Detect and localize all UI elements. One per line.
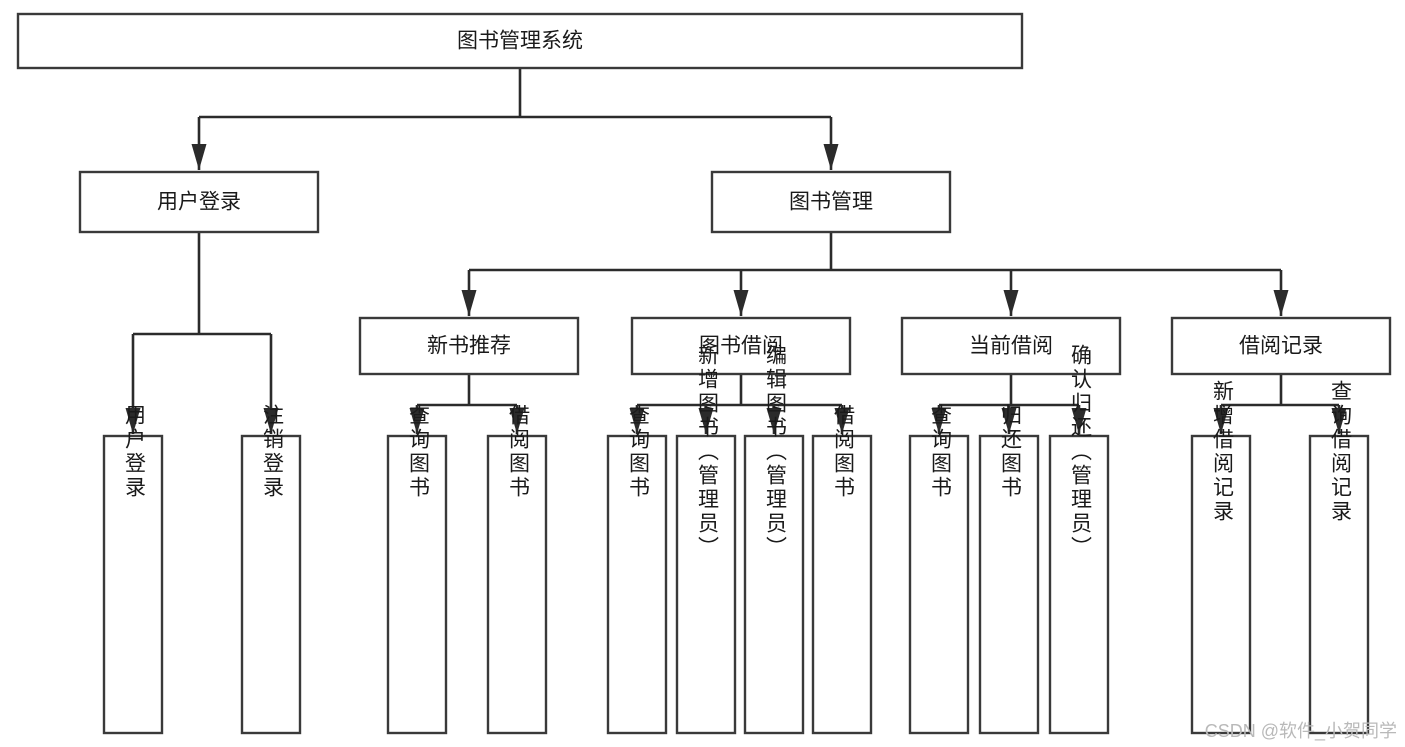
node-box-leaf-confirm-return[interactable] (1048, 434, 1110, 735)
node-leaf-query-book-bb[interactable]: 查询图书 (606, 404, 668, 735)
arrow-head-icon (263, 408, 279, 434)
node-label-user-login: 用户登录 (157, 191, 241, 214)
arrow-head-icon (823, 144, 839, 170)
node-box-leaf-query-book-cb[interactable] (908, 434, 970, 735)
node-leaf-return-book[interactable]: 归还图书 (978, 404, 1040, 735)
node-user-login[interactable]: 用户登录 (78, 170, 320, 234)
node-label-leaf-edit-book: 编辑图书（管理员） (764, 344, 788, 560)
node-box-leaf-borrow-book-rec[interactable] (486, 434, 548, 735)
node-label-leaf-query-book-bb: 查询图书 (627, 404, 651, 500)
node-box-new-book-rec[interactable] (358, 316, 580, 376)
node-box-book-borrow[interactable] (630, 316, 852, 376)
node-label-current-borrow: 当前借阅 (969, 335, 1053, 358)
node-label-book-manage: 图书管理 (789, 191, 873, 214)
node-box-leaf-query-record[interactable] (1308, 434, 1370, 735)
nodes-layer: 图书管理系统用户登录图书管理新书推荐图书借阅当前借阅借阅记录用户登录注销登录查询… (16, 12, 1392, 735)
node-box-leaf-query-book-bb[interactable] (606, 434, 668, 735)
node-borrow-record[interactable]: 借阅记录 (1170, 316, 1392, 376)
node-label-leaf-confirm-return: 确认归还（管理员） (1069, 344, 1093, 560)
node-root[interactable]: 图书管理系统 (16, 12, 1024, 70)
arrow-head-icon (1001, 408, 1017, 434)
node-label-new-book-rec: 新书推荐 (427, 335, 511, 358)
node-leaf-query-book-cb[interactable]: 查询图书 (908, 404, 970, 735)
node-box-leaf-logout[interactable] (240, 434, 302, 735)
arrow-head-icon (1003, 290, 1019, 316)
node-leaf-user-login[interactable]: 用户登录 (102, 404, 164, 735)
node-label-book-borrow: 图书借阅 (699, 335, 783, 358)
arrow-head-icon (766, 408, 782, 434)
csdn-watermark: CSDN @软件_小贺同学 (1204, 721, 1397, 741)
node-label-leaf-add-record: 新增借阅记录 (1211, 380, 1235, 524)
node-leaf-borrow-book-bb[interactable]: 借阅图书 (811, 404, 873, 735)
arrow-head-icon (409, 408, 425, 434)
node-label-leaf-query-book-rec: 查询图书 (407, 404, 431, 500)
node-label-borrow-record: 借阅记录 (1239, 335, 1323, 358)
arrow-head-icon (834, 408, 850, 434)
node-label-leaf-return-book: 归还图书 (999, 404, 1023, 500)
node-book-borrow[interactable]: 图书借阅 (630, 316, 852, 376)
node-box-leaf-borrow-book-bb[interactable] (811, 434, 873, 735)
arrow-head-icon (733, 290, 749, 316)
node-box-root[interactable] (16, 12, 1024, 70)
arrow-head-icon (1071, 408, 1087, 434)
node-book-manage[interactable]: 图书管理 (710, 170, 952, 234)
node-box-book-manage[interactable] (710, 170, 952, 234)
node-leaf-logout[interactable]: 注销登录 (240, 404, 302, 735)
arrow-head-icon (1273, 290, 1289, 316)
arrow-head-icon (629, 408, 645, 434)
node-label-leaf-query-record: 查询借阅记录 (1329, 380, 1353, 524)
node-box-current-borrow[interactable] (900, 316, 1122, 376)
arrow-head-icon (191, 144, 207, 170)
node-label-leaf-borrow-book-rec: 借阅图书 (507, 404, 531, 500)
node-leaf-edit-book[interactable]: 编辑图书（管理员） (743, 344, 805, 735)
node-label-leaf-logout: 注销登录 (261, 404, 285, 500)
node-leaf-add-book[interactable]: 新增图书（管理员） (675, 344, 737, 735)
arrow-head-icon (125, 408, 141, 434)
node-box-leaf-user-login[interactable] (102, 434, 164, 735)
node-leaf-add-record[interactable]: 新增借阅记录 (1190, 380, 1252, 735)
node-box-borrow-record[interactable] (1170, 316, 1392, 376)
arrow-head-icon (461, 290, 477, 316)
node-box-user-login[interactable] (78, 170, 320, 234)
node-box-leaf-edit-book[interactable] (743, 434, 805, 735)
node-box-leaf-return-book[interactable] (978, 434, 1040, 735)
arrow-head-icon (931, 408, 947, 434)
node-leaf-confirm-return[interactable]: 确认归还（管理员） (1048, 344, 1110, 735)
node-label-root: 图书管理系统 (457, 30, 583, 53)
node-label-leaf-borrow-book-bb: 借阅图书 (832, 404, 856, 500)
arrow-head-icon (1213, 408, 1229, 434)
node-label-leaf-query-book-cb: 查询图书 (929, 404, 953, 500)
node-box-leaf-add-book[interactable] (675, 434, 737, 735)
arrow-head-icon (1331, 408, 1347, 434)
node-current-borrow[interactable]: 当前借阅 (900, 316, 1122, 376)
node-leaf-query-book-rec[interactable]: 查询图书 (386, 404, 448, 735)
node-label-leaf-add-book: 新增图书（管理员） (696, 344, 720, 560)
node-new-book-rec[interactable]: 新书推荐 (358, 316, 580, 376)
node-leaf-borrow-book-rec[interactable]: 借阅图书 (486, 404, 548, 735)
arrow-head-icon (698, 408, 714, 434)
node-leaf-query-record[interactable]: 查询借阅记录 (1308, 380, 1370, 735)
node-box-leaf-add-record[interactable] (1190, 434, 1252, 735)
node-box-leaf-query-book-rec[interactable] (386, 434, 448, 735)
arrow-head-icon (509, 408, 525, 434)
connectors-layer (125, 68, 1347, 434)
node-label-leaf-user-login: 用户登录 (123, 404, 147, 500)
